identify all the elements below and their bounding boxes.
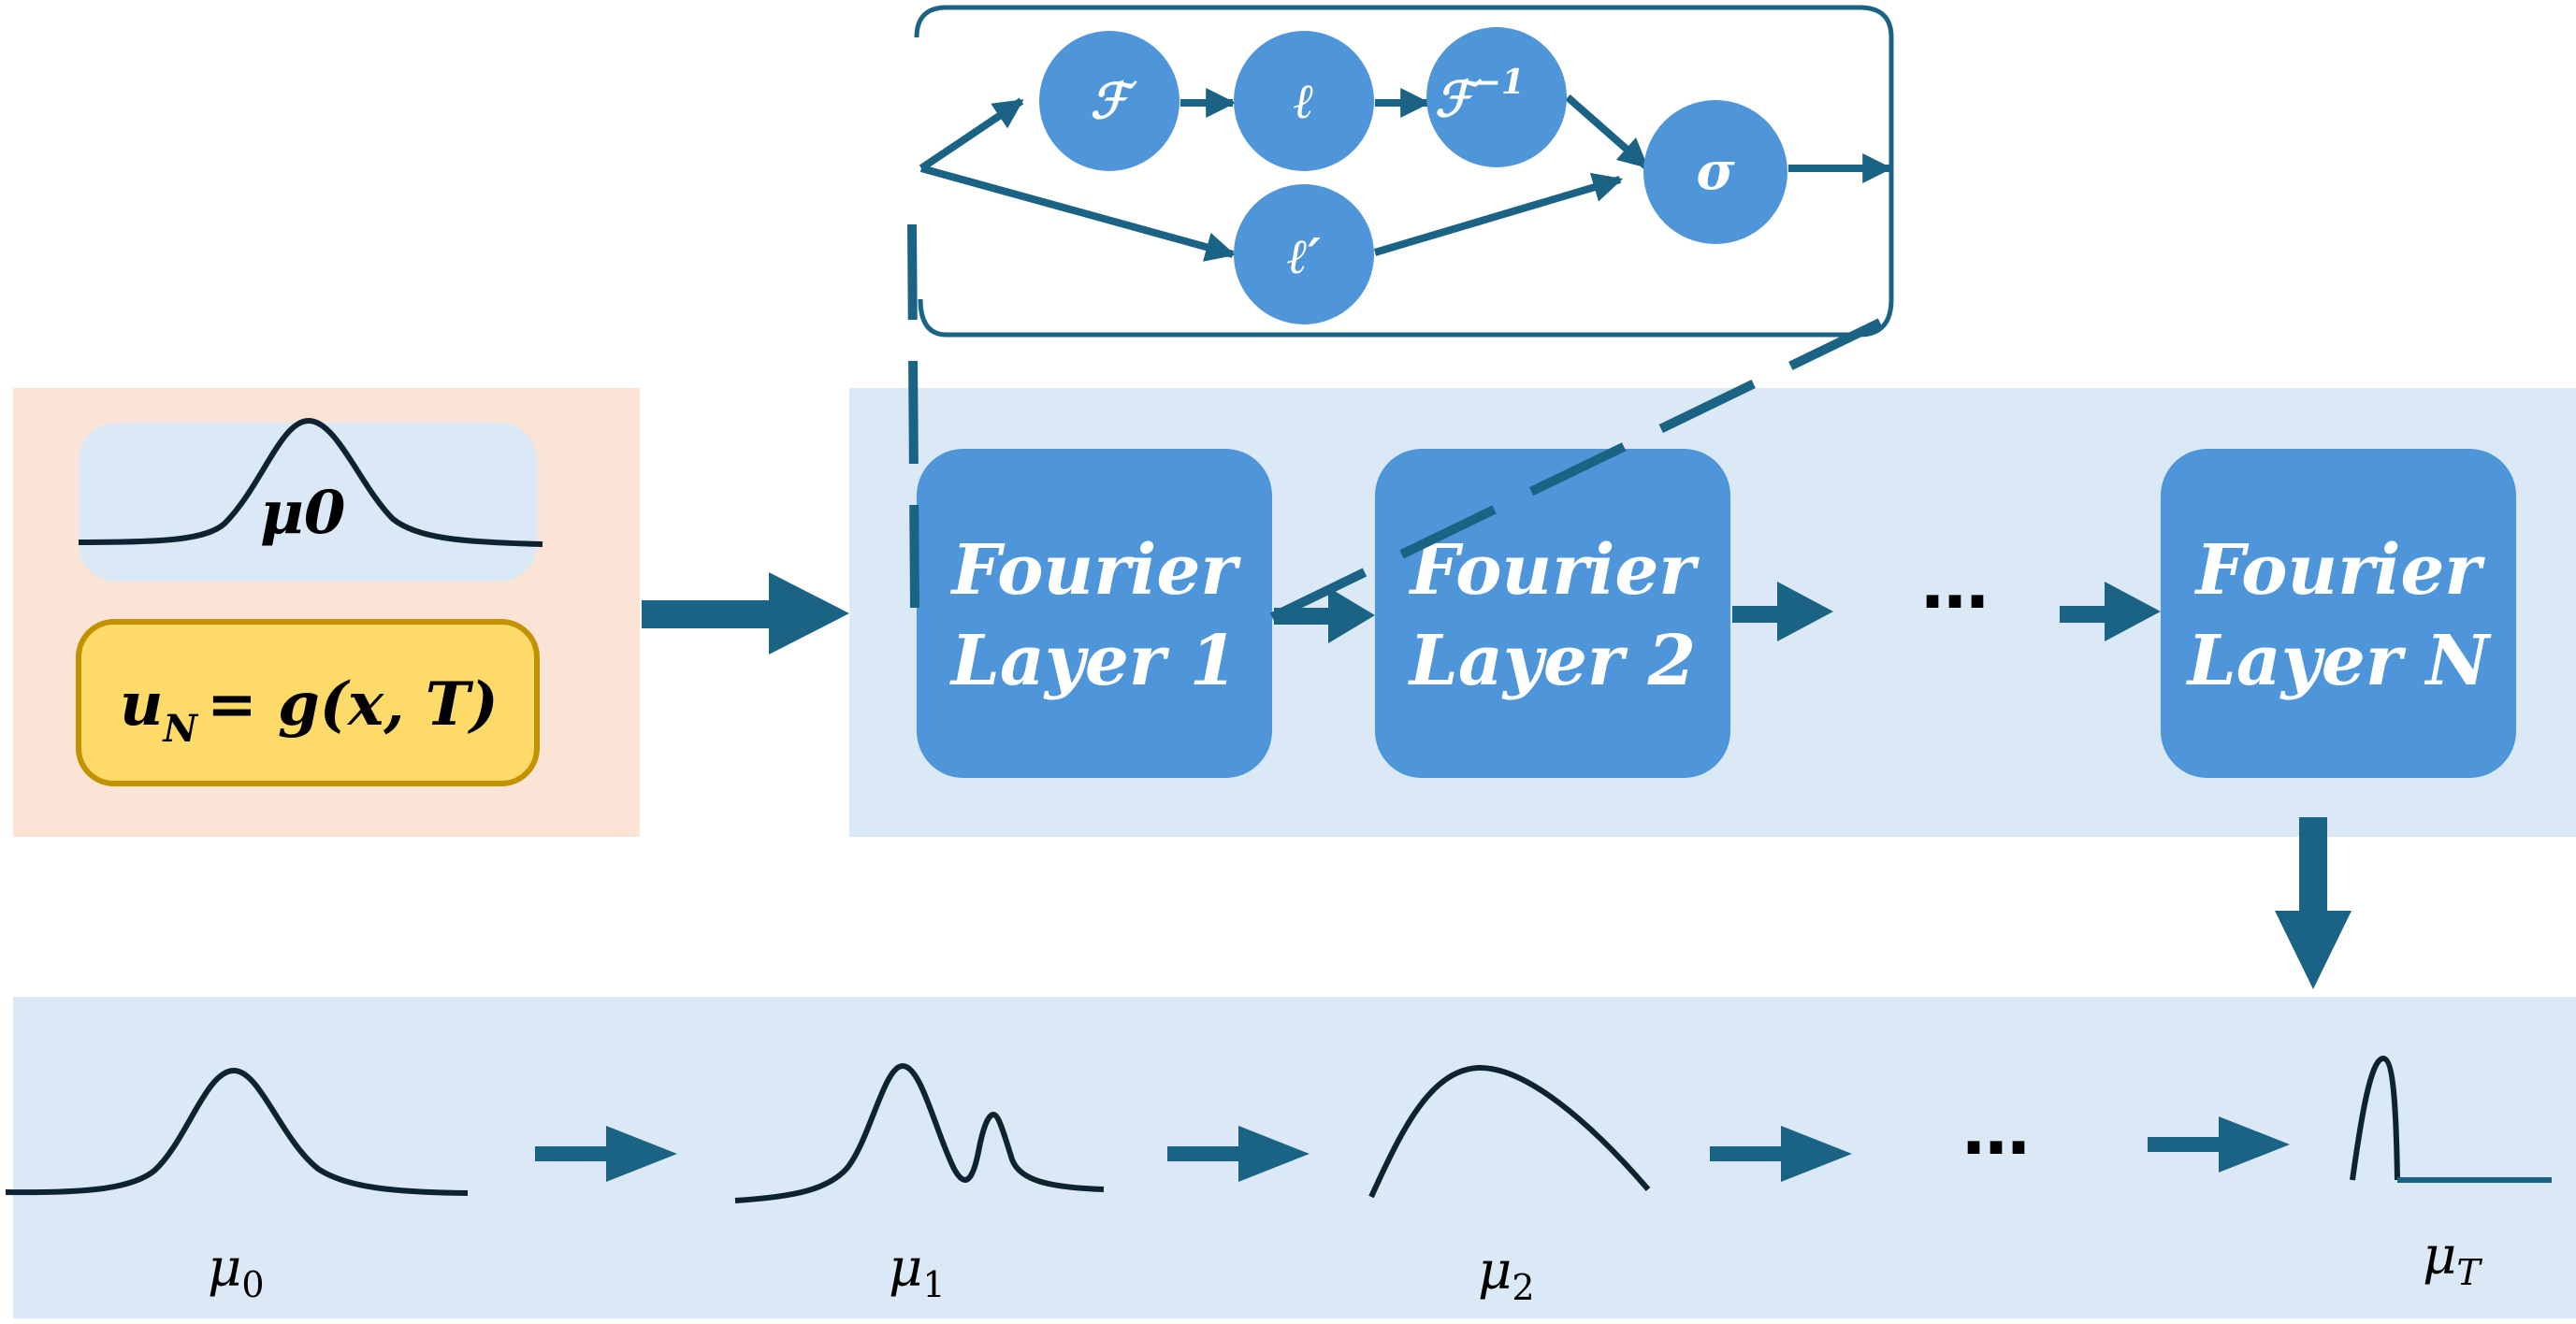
initial-measure-label: μ0 [260,478,345,548]
trajectory-curve-mu1 [734,1062,1105,1203]
svg-text:σ: σ [1696,140,1735,202]
arrow-layer1-to-layer2 [1274,587,1375,643]
svg-text:Fourier: Fourier [1409,530,1700,611]
arrow-mu1-to-mu2 [1167,1126,1310,1182]
svg-text:Fourier: Fourier [950,530,1242,611]
fourier-layer-n: Fourier Layer N [2161,449,2516,778]
trajectory-curve-muT [2350,1055,2400,1181]
trajectory-arrows [535,1116,2290,1182]
trajectory-curve-mu0 [5,1067,469,1196]
svg-text:Layer 2: Layer 2 [1408,621,1696,701]
trajectory-label-mu2: μ2 [1478,1241,1535,1308]
layers-to-trajectory-arrow [2275,817,2352,989]
zoom-lines [907,223,1883,622]
trajectory-label-mu1: μ1 [889,1238,946,1305]
terminal-condition-box [76,619,540,786]
initial-measure-box [79,423,537,582]
arrow-ellipsis-to-layerN [2060,582,2161,641]
svg-text:ℓ′: ℓ′ [1287,228,1321,285]
node-inverse-fourier: ℱ−1 [1426,27,1567,167]
svg-text:Layer 1: Layer 1 [949,621,1237,701]
trajectory-label-mu0: μ0 [208,1238,265,1305]
node-fourier: ℱ [1039,31,1179,171]
input-to-layers-arrow [642,572,849,655]
initial-measure-curve [78,417,543,547]
arrow-layer2-to-ellipsis [1732,582,1833,641]
block-arrows [919,88,1893,262]
arrow-mu2-to-ellipsis [1710,1126,1852,1182]
node-linear: ℓ [1234,31,1374,171]
svg-text:Fourier: Fourier [2194,530,2486,611]
node-linear-prime: ℓ′ [1234,184,1374,324]
arrow-ellipsis-to-muT [2148,1116,2290,1173]
trajectory-ellipsis: … [1962,1091,2030,1170]
trajectory-label-muT: μT [2423,1226,2482,1293]
layer-arrows [1274,582,2161,643]
svg-text:Layer N: Layer N [2186,621,2492,701]
trajectory-curve-mu2 [1368,1064,1651,1199]
node-activation: σ [1643,100,1787,244]
svg-text:ℓ: ℓ [1294,73,1314,130]
block-detail-frame [914,5,1894,338]
fourier-layer-2: Fourier Layer 2 [1375,449,1730,778]
terminal-condition: uN= g(x, T) [120,669,499,751]
layers-ellipsis: … [1921,545,1989,624]
fourier-layer-1: Fourier Layer 1 [917,449,1272,778]
arrow-mu0-to-mu1 [535,1126,677,1182]
